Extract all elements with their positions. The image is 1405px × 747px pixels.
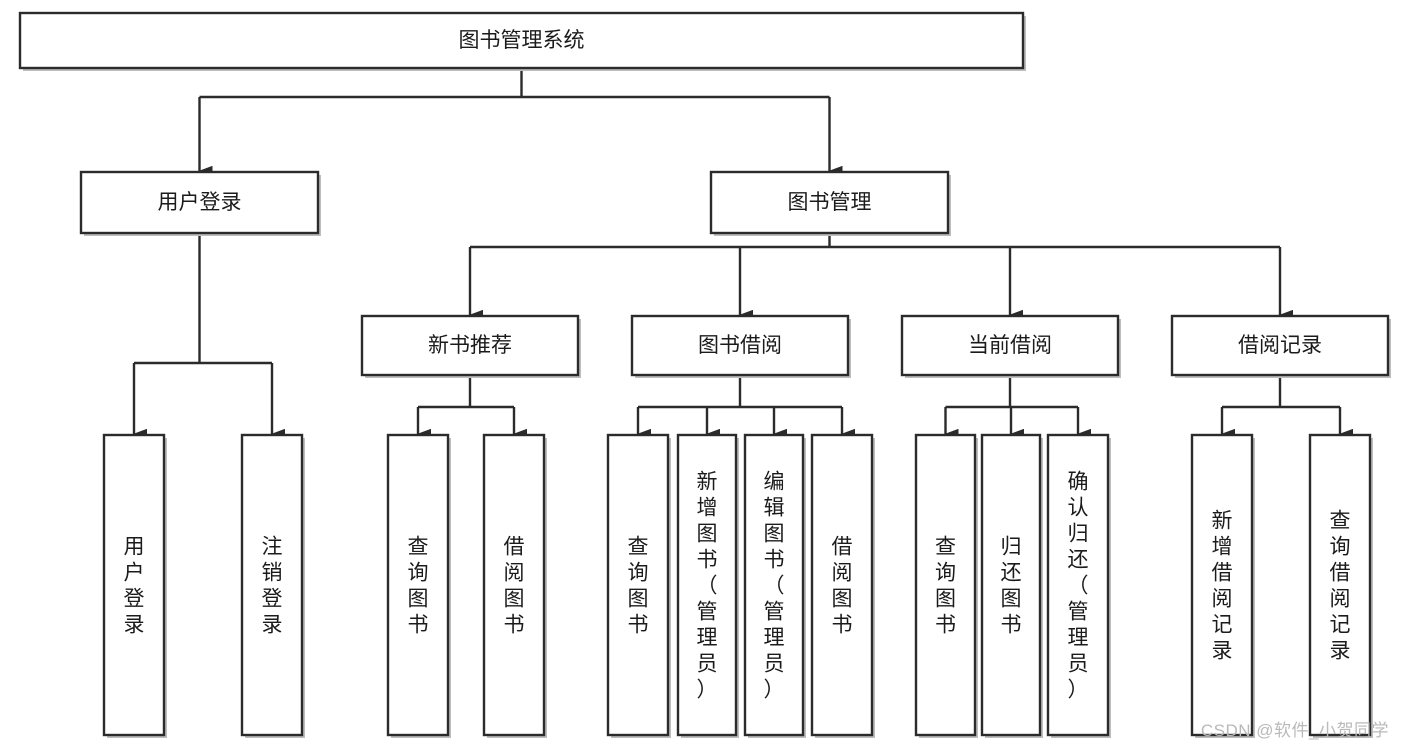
node-current-borrow[interactable]: 当前借阅: [900, 314, 1121, 378]
node-leaf-query-book-2[interactable]: 查询图书: [606, 433, 671, 738]
node-box: [900, 314, 1120, 377]
connector-book-borrow: [636, 375, 855, 440]
node-leaf-query-book-1[interactable]: 查询图书: [386, 433, 451, 738]
node-box: [240, 433, 304, 737]
node-box: [606, 433, 670, 737]
node-book-borrow[interactable]: 图书借阅: [630, 314, 851, 378]
node-label: 编辑图书（管理员）: [764, 470, 785, 701]
node-box: [676, 433, 738, 737]
node-leaf-borrow-book-1[interactable]: 借阅图书: [482, 433, 547, 738]
node-label: 查询图书: [935, 535, 956, 636]
node-box: [360, 314, 580, 377]
connector-borrow-record: [1220, 375, 1353, 440]
node-leaf-confirm-return[interactable]: 确认归还（管理员）: [1046, 433, 1111, 738]
node-leaf-query-book-3[interactable]: 查询图书: [914, 433, 978, 738]
node-box: [482, 433, 546, 737]
node-borrow-record[interactable]: 借阅记录: [1170, 314, 1391, 378]
node-label: 用户登录: [124, 535, 145, 636]
node-box: [386, 433, 450, 737]
node-label: 图书管理系统: [459, 29, 585, 52]
connector-user-login: [132, 233, 285, 440]
node-box: [743, 433, 805, 737]
node-label: 用户登录: [158, 191, 242, 214]
node-label: 确认归还（管理员）: [1068, 470, 1089, 701]
node-label: 新书推荐: [428, 334, 512, 357]
node-label: 查询借阅记录: [1330, 509, 1351, 662]
node-box: [980, 433, 1042, 737]
node-box: [1046, 433, 1110, 737]
node-box: [914, 433, 977, 737]
node-label: 新增图书（管理员）: [697, 470, 718, 701]
node-label: 借阅图书: [504, 535, 525, 636]
node-new-book-rec[interactable]: 新书推荐: [360, 314, 581, 378]
node-label: 新增借阅记录: [1212, 509, 1233, 662]
node-label: 查询图书: [628, 535, 649, 636]
node-book-manage[interactable]: 图书管理: [709, 170, 951, 236]
node-box: [102, 433, 166, 737]
node-label: 图书借阅: [698, 334, 782, 357]
node-leaf-return-book[interactable]: 归还图书: [980, 433, 1043, 738]
node-label: 注销登录: [262, 535, 283, 636]
node-box: [1190, 433, 1254, 737]
node-root[interactable]: 图书管理系统: [18, 11, 1026, 71]
node-leaf-add-book[interactable]: 新增图书（管理员）: [676, 433, 739, 738]
node-label: 归还图书: [1001, 535, 1022, 636]
node-layer: 图书管理系统用户登录图书管理新书推荐图书借阅当前借阅借阅记录用户登录注销登录查询…: [18, 11, 1391, 738]
node-box: [709, 170, 950, 235]
connector-book-manage: [468, 233, 1293, 321]
node-box: [18, 11, 1025, 70]
node-box: [1308, 433, 1372, 737]
node-box: [1170, 314, 1390, 377]
edge-layer: [132, 68, 1353, 440]
node-label: 查询图书: [408, 535, 429, 636]
node-label: 图书管理: [788, 191, 872, 214]
connector-root: [198, 68, 843, 177]
node-leaf-user-login[interactable]: 用户登录: [102, 433, 167, 738]
node-label: 借阅记录: [1238, 334, 1322, 357]
node-box: [79, 170, 320, 235]
connector-new-book-rec: [416, 375, 527, 440]
node-leaf-logout[interactable]: 注销登录: [240, 433, 305, 738]
node-leaf-add-record[interactable]: 新增借阅记录: [1190, 433, 1255, 738]
node-leaf-borrow-book-2[interactable]: 借阅图书: [810, 433, 875, 738]
node-label: 当前借阅: [968, 334, 1052, 357]
connector-current-borrow: [944, 375, 1091, 440]
node-label: 借阅图书: [832, 535, 853, 636]
node-user-login[interactable]: 用户登录: [79, 170, 321, 236]
node-leaf-query-record[interactable]: 查询借阅记录: [1308, 433, 1373, 738]
node-box: [630, 314, 850, 377]
node-box: [810, 433, 874, 737]
node-leaf-edit-book[interactable]: 编辑图书（管理员）: [743, 433, 806, 738]
